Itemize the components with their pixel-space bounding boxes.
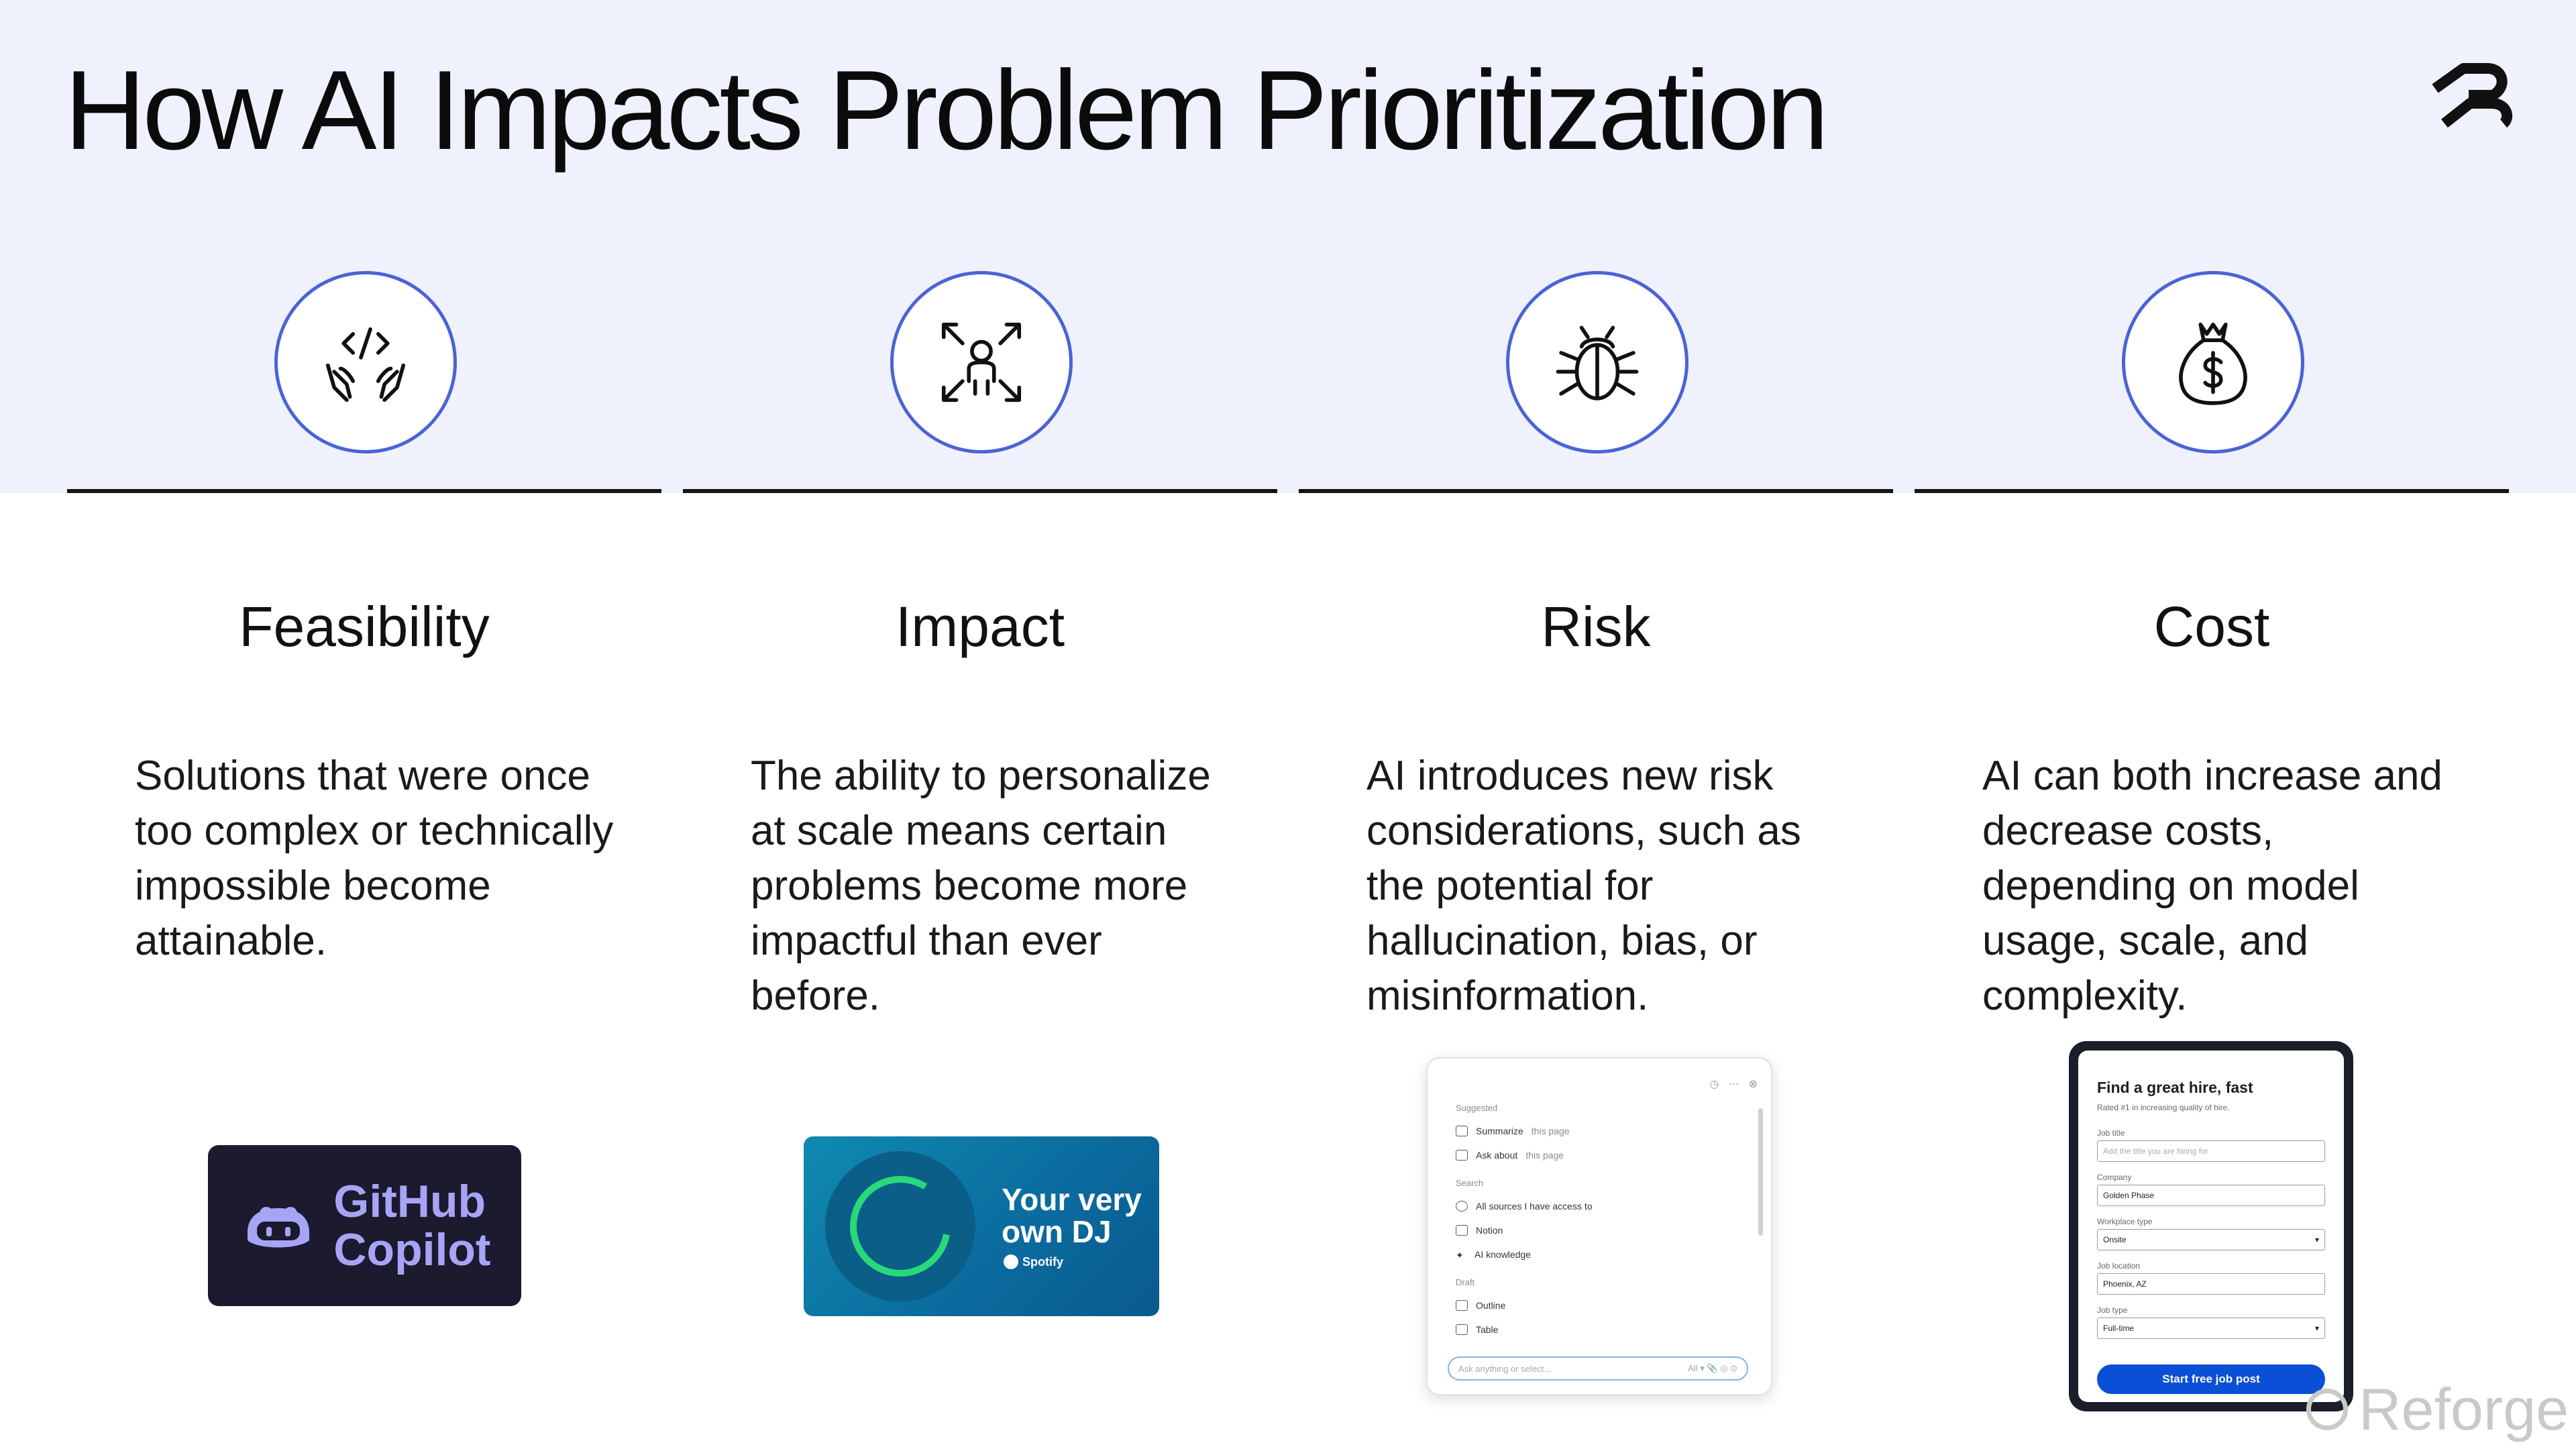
chevron-down-icon: ▾ — [2314, 1324, 2319, 1333]
section-label: Suggested — [1456, 1103, 1498, 1113]
column-title: Feasibility — [239, 595, 490, 658]
table-icon — [1456, 1324, 1468, 1335]
start-job-post-button[interactable]: Start free job post — [2097, 1364, 2325, 1394]
column-divider — [683, 489, 1277, 493]
company-field[interactable]: Golden Phase — [2097, 1185, 2325, 1206]
column-title: Risk — [1541, 595, 1651, 658]
page-icon — [1456, 1150, 1468, 1161]
job-location-label: Job location — [2097, 1261, 2141, 1271]
form-heading: Find a great hire, fast — [2097, 1079, 2253, 1096]
bug-icon — [1506, 271, 1688, 453]
spotify-dj-image: Your very own DJ Spotify — [804, 1136, 1159, 1316]
column-divider — [67, 489, 661, 493]
notion-icon — [1456, 1225, 1468, 1236]
column-risk: Risk AI introduces new risk consideratio… — [1299, 0, 1893, 1449]
chevron-down-icon: ▾ — [2314, 1235, 2319, 1244]
job-title-label: Job title — [2097, 1128, 2125, 1138]
menu-item-outline[interactable]: Outline — [1456, 1300, 1505, 1311]
code-hands-icon — [274, 271, 457, 453]
job-location-field[interactable]: Phoenix, AZ — [2097, 1273, 2325, 1295]
menu-controls: ◷ ⋯ ⊗ — [1710, 1077, 1758, 1091]
sparkle-icon: ✦ — [1456, 1250, 1464, 1260]
menu-item-notion[interactable]: Notion — [1456, 1225, 1503, 1236]
copilot-icon — [248, 1207, 310, 1248]
column-description: The ability to personalize at scale mean… — [751, 753, 1211, 1019]
job-title-field[interactable]: Add the title you are hiring for — [2097, 1140, 2325, 1162]
column-description: AI introduces new risk considerations, s… — [1366, 753, 1801, 1019]
reforge-watermark: Reforge — [2306, 1375, 2569, 1444]
github-copilot-image: GitHub Copilot — [208, 1145, 521, 1306]
job-post-form-image: Find a great hire, fast Rated #1 in incr… — [2069, 1041, 2353, 1411]
menu-item-all-sources[interactable]: All sources I have access to — [1456, 1201, 1593, 1212]
column-cost: Cost AI can both increase and decrease c… — [1915, 0, 2509, 1449]
column-divider — [1299, 489, 1893, 493]
job-type-select[interactable]: Full-time▾ — [2097, 1318, 2325, 1339]
spotify-icon — [1004, 1254, 1018, 1269]
spotify-brand: Spotify — [1004, 1254, 1063, 1269]
column-title: Cost — [2153, 595, 2270, 658]
more-icon: ⋯ — [1728, 1079, 1739, 1090]
list-icon — [1456, 1126, 1468, 1136]
reforge-watermark-icon — [2306, 1389, 2348, 1430]
workplace-type-select[interactable]: Onsite▾ — [2097, 1229, 2325, 1250]
menu-item-ai-knowledge[interactable]: ✦AI knowledge — [1456, 1249, 1532, 1260]
column-title: Impact — [895, 595, 1065, 658]
section-label: Draft — [1456, 1277, 1475, 1287]
job-type-label: Job type — [2097, 1305, 2128, 1315]
column-description: AI can both increase and decrease costs,… — [1982, 753, 2443, 1019]
dj-headline: Your very own DJ — [1002, 1182, 1142, 1249]
clock-icon: ◷ — [1709, 1079, 1719, 1090]
column-description: Solutions that were once too complex or … — [135, 753, 614, 964]
globe-icon — [1456, 1201, 1468, 1212]
person-expand-arrows-icon — [890, 271, 1073, 453]
dj-disc-icon — [825, 1151, 975, 1301]
company-label: Company — [2097, 1173, 2132, 1182]
form-subheading: Rated #1 in increasing quality of hire. — [2097, 1103, 2230, 1112]
section-label: Search — [1456, 1178, 1484, 1188]
close-icon: ⊗ — [1748, 1079, 1758, 1090]
column-impact: Impact The ability to personalize at sca… — [683, 0, 1277, 1449]
reforge-logo-icon — [2428, 62, 2516, 129]
copilot-wordmark: GitHub Copilot — [333, 1176, 491, 1275]
money-bag-icon — [2122, 271, 2304, 453]
ask-ai-input[interactable]: Ask anything or select... All ▾ 📎 ◎ ⊙ — [1448, 1356, 1748, 1381]
workplace-type-label: Workplace type — [2097, 1217, 2153, 1226]
column-feasibility: Feasibility Solutions that were once too… — [67, 0, 661, 1449]
scrollbar[interactable] — [1758, 1108, 1763, 1236]
column-divider — [1915, 489, 2509, 493]
slide-title: How AI Impacts Problem Prioritization — [64, 47, 1829, 173]
outline-icon — [1456, 1300, 1468, 1311]
menu-item-table[interactable]: Table — [1456, 1324, 1498, 1335]
phone-screen: Find a great hire, fast Rated #1 in incr… — [2078, 1051, 2344, 1402]
